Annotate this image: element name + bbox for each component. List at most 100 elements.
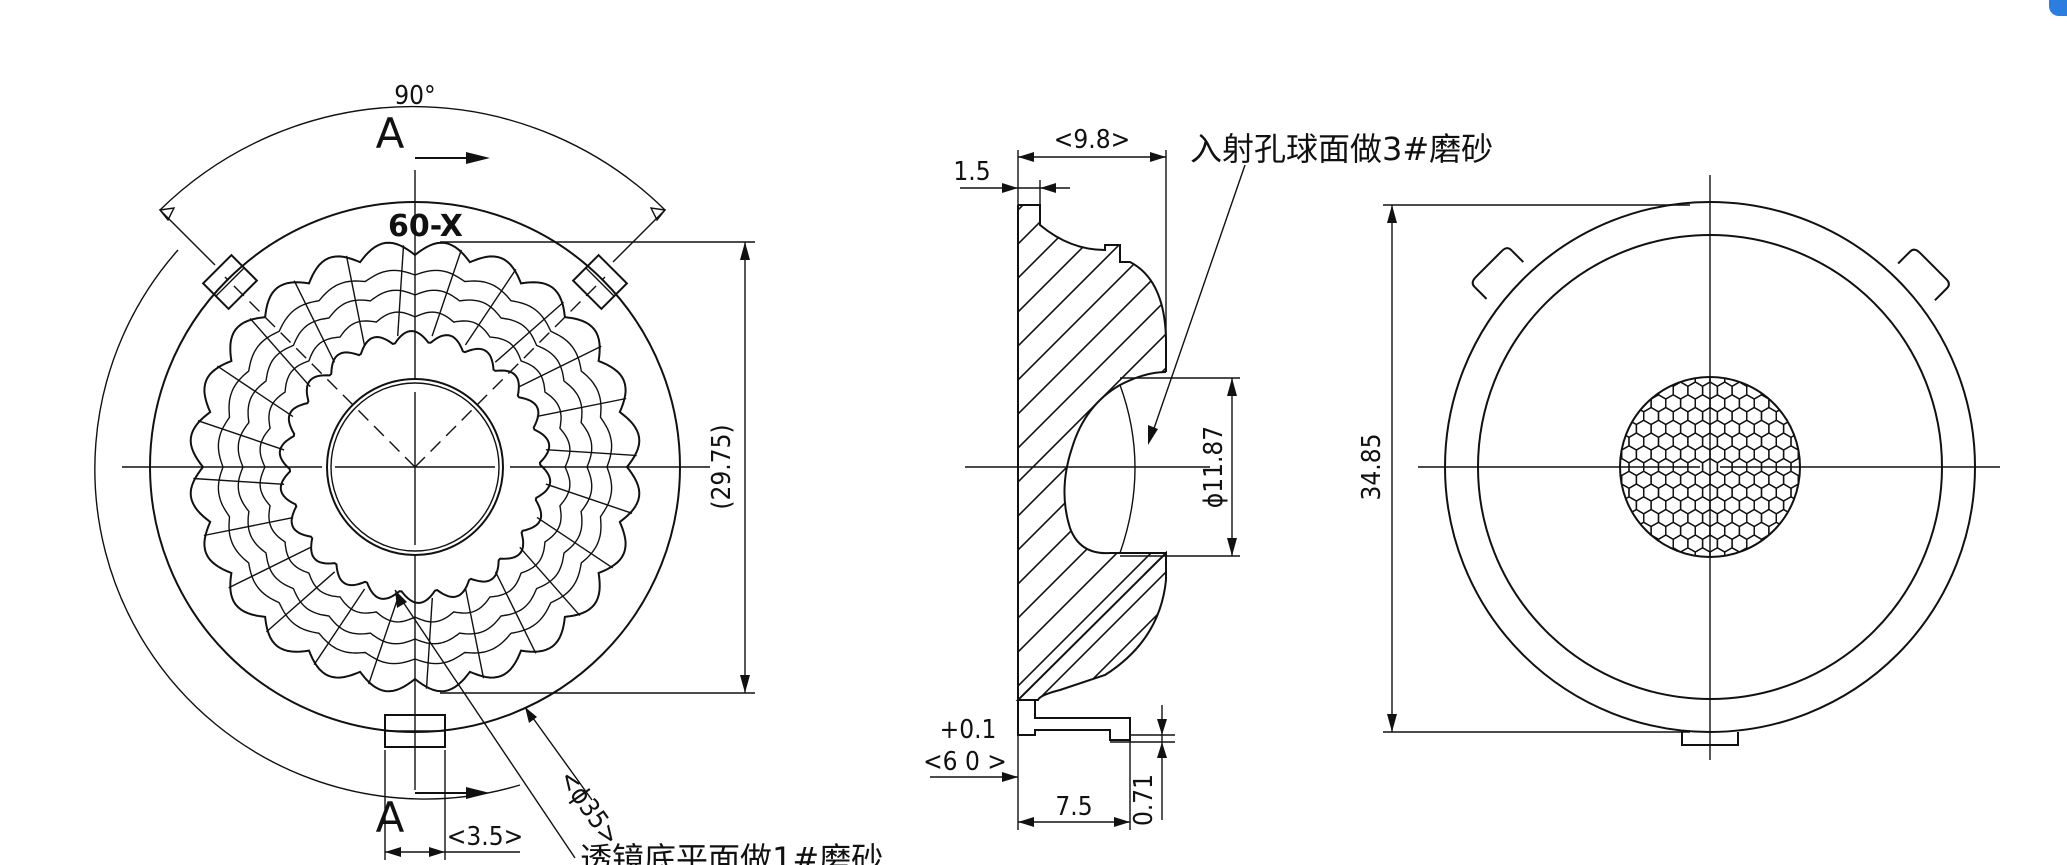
front-facet-line [494, 571, 537, 654]
honeycomb-cell [1620, 495, 1623, 515]
hatch-line [1113, 205, 1166, 700]
front-facet-line [345, 255, 366, 346]
base-arrow-right [1114, 817, 1130, 827]
section-cavity-sphere [1119, 384, 1136, 554]
honeycomb-cell [1620, 419, 1623, 439]
honeycomb-cell [1621, 377, 1638, 388]
tab-arrow-right [429, 847, 445, 857]
honeycomb-cell [1621, 521, 1638, 541]
front-facet-line [431, 249, 462, 337]
section-outline-top [1018, 204, 1167, 372]
honeycomb-cell [1768, 546, 1785, 557]
honeycomb-cell [1753, 377, 1770, 388]
front-facet-line [293, 280, 336, 363]
honeycomb-cell [1600, 484, 1615, 501]
hatch-line [1018, 205, 1131, 700]
honeycomb-cell [1813, 446, 1828, 463]
honeycomb-cell [1797, 377, 1800, 388]
clip-bottom [384, 714, 446, 748]
front-facet-line [519, 345, 602, 388]
hatch-line [1522, 200, 2067, 760]
front-facet-line [313, 588, 366, 666]
section-hatching [1018, 200, 2067, 760]
hatch-line [1018, 205, 1166, 700]
honeycomb-cell [1790, 381, 1800, 400]
honeycomb-cell [1790, 534, 1800, 553]
front-facet-line [494, 301, 565, 363]
honeycomb-cell [1768, 521, 1785, 541]
honeycomb-cell [1621, 546, 1638, 557]
hatch-line [1018, 205, 1063, 700]
honeycomb-cell [1813, 548, 1828, 565]
honeycomb-cell [1806, 408, 1821, 425]
hatch-line [1216, 200, 1776, 760]
honeycomb-cell [1600, 408, 1615, 425]
hatch-line [1182, 200, 1742, 760]
hatch-line [1018, 205, 1166, 700]
front-facet-lines [193, 245, 637, 689]
tab-dim: <3.5> [447, 822, 523, 852]
front-facet-line [368, 597, 399, 685]
honeycomb-cell [1806, 382, 1821, 399]
front-guide-left [224, 276, 416, 468]
honeycomb-cell [1813, 420, 1828, 437]
section-label-bottom: A [376, 793, 405, 842]
rear-arrow-top [1387, 205, 1397, 223]
hatch-line [1018, 205, 1166, 700]
honeycomb-cell [1650, 377, 1667, 388]
honeycomb-cell [1775, 534, 1792, 553]
tab-arrow-left [385, 847, 401, 857]
honeycomb-cell [1635, 546, 1652, 557]
front-facet-line [193, 477, 285, 485]
lip-arrow-right [1040, 183, 1056, 193]
top-note: 入射孔球面做3#磨砂 [1190, 130, 1493, 168]
front-view: 90° A A 60-X (29.75) <ϕ35> <3.5> [94, 81, 883, 865]
height-tol: +0.1 [940, 715, 997, 745]
hatch-line [1318, 200, 1878, 760]
hatch-line [1590, 200, 2067, 760]
clip-upper-right [571, 253, 629, 311]
section-outline-bottom [1015, 550, 1167, 701]
front-facet-line [425, 597, 433, 689]
step-dim: 0.71 [1129, 774, 1159, 826]
angle-arc [159, 105, 666, 211]
honeycomb-cell [1813, 497, 1828, 514]
honeycomb-cell [1650, 546, 1667, 557]
honeycomb-cell [1775, 381, 1792, 400]
honeycomb-cell [1790, 406, 1800, 426]
honeycomb-cell [1790, 508, 1800, 528]
height-arrow-top [740, 242, 750, 260]
hatch-line [1018, 205, 1166, 700]
top-note-arrow [1148, 425, 1158, 445]
hatch-line [1488, 200, 2048, 760]
honeycomb-cell [1600, 433, 1615, 450]
honeycomb-cell [1760, 534, 1777, 553]
angle-label: 90° [394, 81, 435, 111]
honeycomb-cell [1797, 521, 1800, 541]
lip-arrow-left [1002, 183, 1018, 193]
honeycomb-cell [1620, 381, 1630, 400]
rear-arrow-bottom [1387, 714, 1397, 732]
front-facet-line [397, 245, 405, 337]
angle-arrow-left [158, 207, 176, 222]
honeycomb-cell [1813, 471, 1828, 488]
honeycomb-cell [1806, 535, 1821, 552]
front-facet-line [197, 420, 285, 451]
front-left-arc [94, 249, 521, 800]
honeycomb-cell [1806, 510, 1821, 527]
hatch-line [1018, 205, 1166, 700]
honeycomb-cell [1600, 382, 1615, 399]
honeycomb-cell [1600, 535, 1615, 552]
bottom-note: 透镜底平面做1#磨砂 [580, 840, 883, 865]
bottom-note-leader [394, 589, 576, 859]
depth-dim: <9.8> [1054, 125, 1130, 155]
depth-arrow-right [1150, 152, 1166, 162]
height-dim: (29.75) [707, 424, 737, 509]
rear-clip-left [1471, 247, 1524, 300]
angle-ext-right [612, 209, 666, 263]
honeycomb-cell [1797, 495, 1800, 515]
front-facet-line [545, 483, 633, 514]
top-note-leader [1149, 164, 1246, 441]
honeycomb-cell [1782, 377, 1799, 388]
